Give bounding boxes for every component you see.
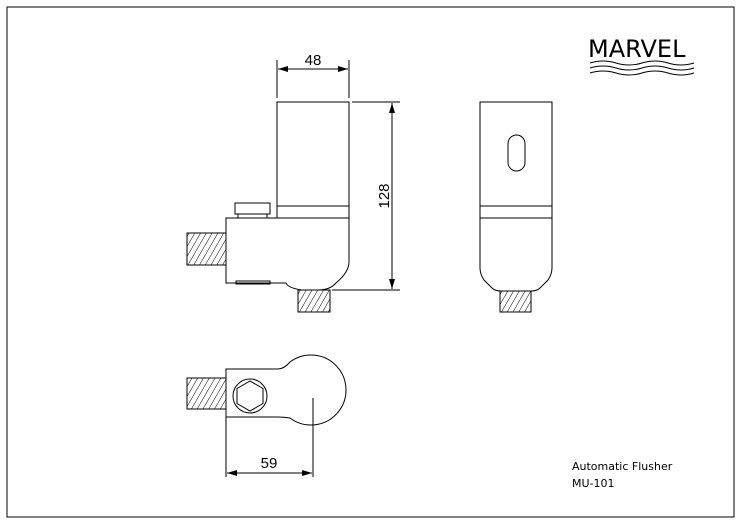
top-view: 59: [186, 354, 347, 477]
svg-text:MARVEL: MARVEL: [588, 35, 686, 63]
dimension-width: 48: [305, 52, 322, 69]
nut: [234, 202, 271, 215]
model-number: MU-101: [572, 477, 615, 490]
side-view: [479, 101, 553, 313]
dimension-height: 128: [376, 183, 393, 208]
dimension-offset: 59: [261, 455, 278, 472]
marvel-logo: MARVEL: [588, 35, 695, 76]
front-view: 48 128: [186, 52, 400, 313]
drawing-border: [6, 6, 735, 518]
product-name: Automatic Flusher: [572, 460, 673, 473]
